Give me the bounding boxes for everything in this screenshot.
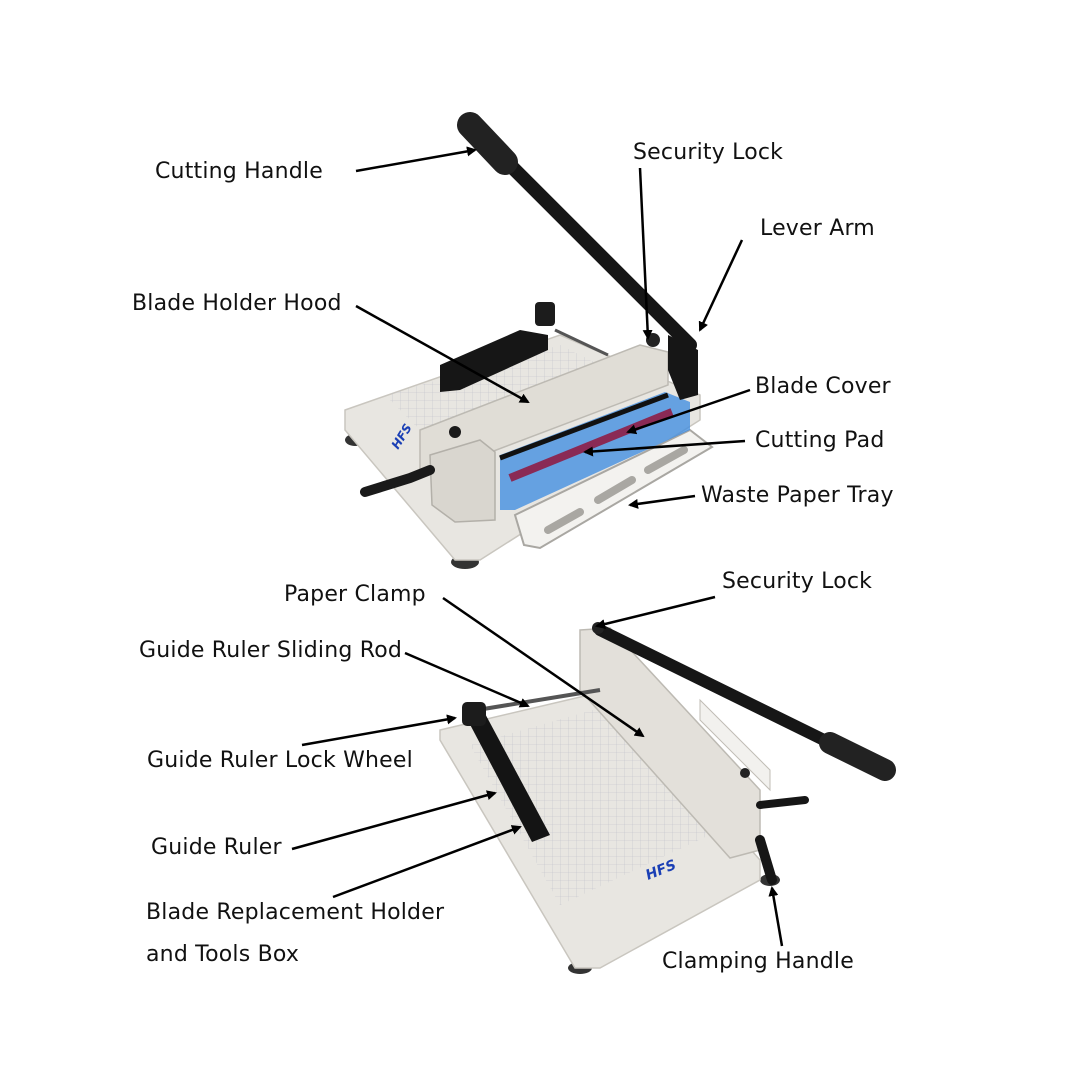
label-blade-cover: Blade Cover [755,374,891,399]
arrow-paper-clamp [442,596,645,738]
label-blade-replacement-holder-line2: and Tools Box [146,942,300,967]
arrow-waste-paper-tray [628,494,696,509]
arrow-guide-ruler-sliding-rod [404,651,530,708]
bottom-cutter-illustration: HFS [439,622,896,974]
label-blade-replacement-holder-line1: Blade Replacement Holder [146,900,445,925]
arrow-guide-ruler-lock-wheel [301,714,457,747]
label-guide-ruler-sliding-rod: Guide Ruler Sliding Rod [139,638,403,663]
arrow-security-lock-top [638,167,653,340]
label-waste-paper-tray: Waste Paper Tray [701,483,894,508]
arrow-cutting-handle [355,146,477,173]
label-guide-ruler: Guide Ruler [151,835,282,860]
label-cutting-handle: Cutting Handle [155,159,323,184]
label-security-lock-bottom: Security Lock [722,569,873,594]
arrow-clamping-handle [768,886,784,947]
callout-arrows [291,146,784,947]
arrow-cutting-pad [583,439,746,457]
label-lever-arm: Lever Arm [760,216,875,241]
arrow-blade-holder-hood [355,304,530,404]
label-security-lock-top: Security Lock [633,140,784,165]
label-cutting-pad: Cutting Pad [755,428,885,453]
arrow-lever-arm [698,239,744,332]
label-clamping-handle: Clamping Handle [662,949,854,974]
label-blade-holder-hood: Blade Holder Hood [132,291,342,316]
label-paper-clamp: Paper Clamp [284,582,426,607]
arrow-blade-cover [626,388,751,435]
arrow-blade-replacement-holder [332,825,522,899]
arrow-guide-ruler [291,790,497,851]
arrow-security-lock-bottom [595,595,716,629]
label-guide-ruler-lock-wheel: Guide Ruler Lock Wheel [147,748,413,773]
